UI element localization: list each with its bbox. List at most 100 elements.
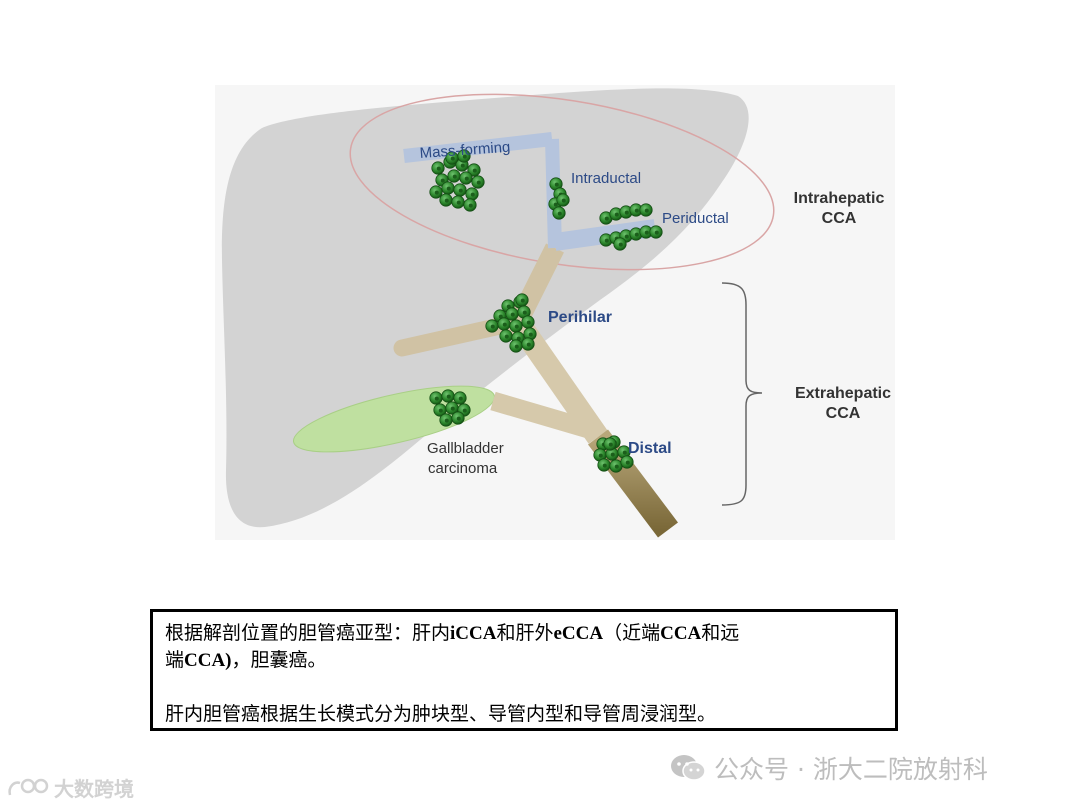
label-distal: Distal	[628, 440, 672, 457]
label-gallbladder-line1: Gallbladder	[427, 440, 504, 457]
label-extrahepatic-line1: Extrahepatic	[795, 385, 891, 402]
tumor-cell-nucleus	[602, 463, 607, 468]
caption-text: ，胆囊癌。	[231, 650, 327, 671]
tumor-cell-nucleus	[561, 198, 566, 203]
tumor-cell-nucleus	[608, 442, 613, 447]
tumor-cell-nucleus	[506, 304, 511, 309]
duct-cystic	[490, 391, 595, 440]
cholangiocarcinoma-diagram: Mass-forming Intraductal Periductal Peri…	[221, 88, 892, 538]
caption-term-CCA: CCA)	[184, 650, 232, 671]
tumor-cluster-perihilar	[485, 293, 537, 353]
tumor-cell-nucleus	[456, 416, 461, 421]
tumor-cell-nucleus	[446, 186, 451, 191]
label-perihilar: Perihilar	[548, 309, 612, 326]
tumor-cell-nucleus	[462, 154, 467, 159]
duct-intrahepatic-top	[403, 132, 553, 163]
caption-text: 和肝外	[496, 623, 554, 644]
label-intraductal: Intraductal	[571, 170, 641, 187]
tumor-cell-nucleus	[458, 396, 463, 401]
tumor-cell-nucleus	[464, 176, 469, 181]
watermark: 公众号 · 浙大二院放射科	[670, 750, 988, 786]
tumor-cell-nucleus	[450, 406, 455, 411]
label-periductal: Periductal	[662, 210, 729, 227]
corner-watermark-text: 大数跨境	[54, 777, 134, 801]
tumor-cell-nucleus	[438, 408, 443, 413]
tumor-cell-nucleus	[526, 320, 531, 325]
tumor-cluster-intraductal	[548, 177, 570, 220]
tumor-cell-nucleus	[468, 203, 473, 208]
tumor-cell-nucleus	[604, 216, 609, 221]
caption-text: （近端	[603, 623, 661, 644]
tumor-cell-nucleus	[460, 163, 465, 168]
tumor-cluster-gallbladder	[429, 389, 471, 427]
logo-icon	[8, 778, 49, 795]
tumor-cell-nucleus	[625, 460, 630, 465]
tumor-cluster-periductal-lower	[599, 225, 663, 251]
caption-text: 和远	[701, 623, 740, 644]
tumor-cell-nucleus	[614, 212, 619, 217]
tumor-cell-nucleus	[440, 178, 445, 183]
tumor-cell-nucleus	[434, 190, 439, 195]
tumor-cluster-periductal-upper	[599, 203, 653, 225]
tumor-cell-nucleus	[510, 312, 515, 317]
tumor-cell-nucleus	[444, 198, 449, 203]
tumor-cell-nucleus	[436, 166, 441, 171]
tumor-cluster-mass-forming	[429, 149, 485, 212]
tumor-cell-nucleus	[446, 394, 451, 399]
corner-watermark: 大数跨境	[6, 773, 134, 802]
tumor-cell-nucleus	[618, 242, 623, 247]
tumor-cell-nucleus	[624, 210, 629, 215]
tumor-cell-nucleus	[502, 322, 507, 327]
label-intrahepatic-line1: Intrahepatic	[794, 190, 885, 207]
tumor-cell-nucleus	[490, 324, 495, 329]
tumor-cell-nucleus	[514, 324, 519, 329]
tumor-cell-nucleus	[604, 238, 609, 243]
tumor-cell-nucleus	[498, 314, 503, 319]
tumor-cell-nucleus	[614, 464, 619, 469]
caption-text: 端	[165, 650, 185, 671]
tumor-cell-nucleus	[622, 450, 627, 455]
caption-term-iCCA: iCCA	[450, 623, 497, 644]
tumor-cell-nucleus	[644, 230, 649, 235]
caption-paragraph-2: 肝内胆管癌根据生长模式分为肿块型、导管内型和导管周浸润型。	[165, 704, 717, 725]
tumor-cell-nucleus	[450, 156, 455, 161]
label-gallbladder-line2: carcinoma	[428, 460, 498, 477]
caption-box: 根据解剖位置的胆管癌亚型：肝内iCCA和肝外eCCA（近端CCA和远 端CCA)…	[150, 609, 898, 731]
tumor-cell-nucleus	[634, 208, 639, 213]
tumor-cell-nucleus	[470, 192, 475, 197]
tumor-cell-nucleus	[504, 334, 509, 339]
tumor-cell-nucleus	[554, 182, 559, 187]
tumor-cell-nucleus	[624, 234, 629, 239]
tumor-cell-nucleus	[553, 202, 558, 207]
tumor-cell-nucleus	[444, 418, 449, 423]
gallbladder	[292, 385, 496, 453]
extrahepatic-bracket	[721, 282, 763, 506]
wechat-icon	[671, 755, 706, 781]
tumor-cell-nucleus	[522, 310, 527, 315]
label-mass-forming: Mass-forming	[419, 139, 511, 162]
tumor-cell-nucleus	[634, 232, 639, 237]
tumor-cell-nucleus	[528, 332, 533, 337]
tumor-cell-nucleus	[476, 180, 481, 185]
label-extrahepatic-line2: CCA	[826, 405, 861, 422]
tumor-cell-nucleus	[514, 344, 519, 349]
watermark-text: 公众号 · 浙大二院放射科	[714, 755, 988, 784]
tumor-cell-nucleus	[472, 168, 477, 173]
label-intrahepatic-line2: CCA	[822, 210, 857, 227]
tumor-cell-nucleus	[458, 188, 463, 193]
tumor-cell-nucleus	[557, 211, 562, 216]
tumor-cell-nucleus	[434, 396, 439, 401]
caption-paragraph-1: 根据解剖位置的胆管癌亚型：肝内iCCA和肝外eCCA（近端CCA和远 端CCA)…	[165, 620, 883, 674]
caption-text: 根据解剖位置的胆管癌亚型：肝内	[165, 623, 451, 644]
tumor-cell-nucleus	[644, 208, 649, 213]
tumor-cell-nucleus	[456, 200, 461, 205]
tumor-cell-nucleus	[654, 230, 659, 235]
tumor-cell-nucleus	[520, 298, 525, 303]
tumor-cell-nucleus	[598, 453, 603, 458]
tumor-cell-nucleus	[526, 342, 531, 347]
caption-term-CCA: CCA	[660, 623, 702, 644]
tumor-cell-nucleus	[462, 408, 467, 413]
caption-term-eCCA: eCCA	[553, 623, 604, 644]
tumor-cell-nucleus	[452, 174, 457, 179]
tumor-cell-nucleus	[516, 336, 521, 341]
